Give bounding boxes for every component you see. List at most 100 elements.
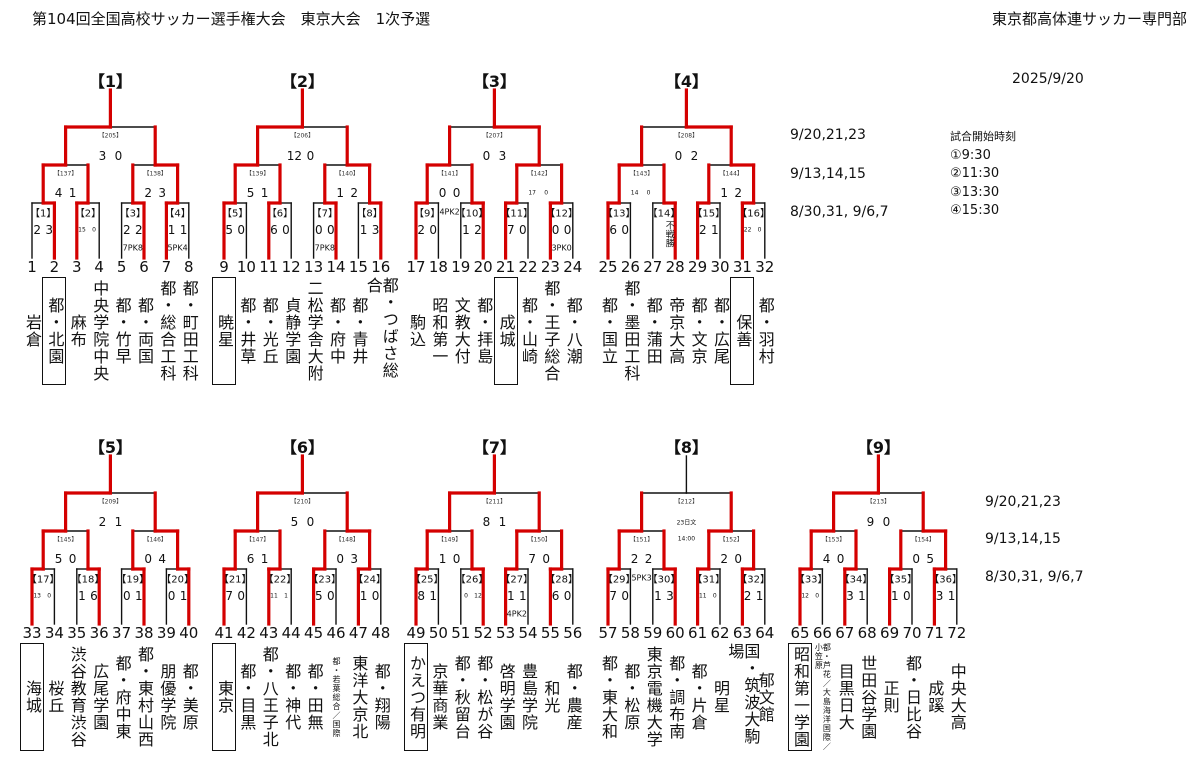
score-right: 0 — [92, 226, 96, 234]
team-name-text: 都・東村山西 — [135, 646, 154, 748]
match-number: 【10】 — [455, 208, 489, 220]
team-number: 72 — [947, 624, 967, 642]
team-name-winner: 昭和第一学園 — [788, 643, 812, 751]
score-left: 0 — [167, 589, 176, 603]
score-left: 1 — [890, 589, 899, 603]
score-left: 0 — [551, 223, 560, 237]
team-number: 19 — [451, 258, 471, 276]
team-name: 朋優学院 — [154, 643, 178, 751]
team-name-text: 京華商業 — [429, 663, 449, 731]
team-number: 71 — [924, 624, 944, 642]
team-name-text: 都・町田工科 — [179, 280, 199, 382]
team-name: 麻布 — [65, 277, 89, 385]
team-number: 70 — [902, 624, 922, 642]
team-name: 岩倉 — [20, 277, 44, 385]
team-number: 57 — [598, 624, 618, 642]
team-name: 都・松原 — [618, 643, 642, 751]
score-left: 0 — [314, 223, 323, 237]
score-right: 1 — [498, 515, 507, 529]
score-left: 6 — [609, 223, 618, 237]
score-right: 5 — [926, 552, 935, 566]
team-number: 51 — [451, 624, 471, 642]
team-number: 26 — [620, 258, 640, 276]
team-number: 21 — [496, 258, 516, 276]
team-number: 1 — [27, 258, 37, 276]
match-number: 【146】 — [143, 536, 167, 544]
score-left: 8 — [482, 515, 491, 529]
team-name-text: 都・東大和 — [599, 654, 618, 740]
team-name: 都・農産 — [561, 643, 585, 751]
match-number: 【147】 — [245, 536, 270, 544]
team-number: 63 — [732, 624, 752, 642]
score-left: 3 — [846, 589, 854, 603]
score-right: 0 — [734, 552, 743, 566]
score-left: 1 — [654, 589, 662, 603]
team-name-text: 暁星 — [215, 314, 234, 348]
team-name: 都・羽村 — [753, 277, 777, 385]
team-name: 都・文京 — [686, 277, 710, 385]
team-number: 5 — [116, 258, 127, 276]
match-number: 【150】 — [527, 536, 551, 544]
team-name-text: 目黒日大 — [835, 663, 855, 731]
score-left: 2 — [743, 589, 752, 603]
match-number: 【22】 — [263, 574, 297, 586]
match-number: 【29】 — [602, 574, 636, 586]
team-name-text: 都・秋留台 — [451, 654, 471, 740]
team-name: 貞静学園 — [279, 277, 303, 385]
team-name-text: かえつ有明 — [407, 654, 426, 740]
block-header: 【4】 — [664, 72, 708, 91]
team-name: 目黒日大 — [833, 643, 857, 751]
team-name-text: 都・府中東 — [112, 654, 132, 740]
team-name: 広尾学園 — [87, 643, 111, 751]
match-number: 【16】 — [737, 208, 770, 220]
score-right: 0 — [563, 223, 572, 237]
team-number: 36 — [89, 624, 109, 642]
team-name-text: 都・芦花／大島海洋国際／小笠原 — [814, 643, 832, 751]
match-number: 【140】 — [335, 170, 359, 178]
match-number: 【139】 — [245, 170, 270, 178]
start-times-label: 試合開始時刻 — [950, 130, 1016, 143]
team-name-text: 世田谷学園 — [858, 654, 878, 740]
team-name: 都・王子総合 — [538, 277, 562, 385]
team-name-text: 都・文京 — [688, 297, 708, 365]
score-left: 2 — [33, 223, 42, 237]
team-number: 40 — [179, 624, 199, 642]
team-name-winner: 暁星 — [212, 277, 236, 385]
match-number: 【143】 — [629, 170, 654, 178]
team-name-text: 渋谷教育渋谷 — [67, 646, 87, 748]
score-left: 1 — [359, 223, 368, 237]
score-right: 3 — [371, 223, 380, 237]
score-left: 12 — [286, 149, 303, 163]
team-name: 東洋大京北 — [346, 643, 370, 751]
score-right: 0 — [882, 515, 891, 529]
score-right: 0 — [326, 223, 335, 237]
team-name-text: 広尾学園 — [90, 663, 110, 731]
team-name-text: 都・国立 — [599, 297, 618, 365]
score-right: 0 — [518, 223, 527, 237]
score-right: 0 — [114, 149, 123, 163]
score-right: 1 — [710, 223, 719, 237]
team-number: 45 — [304, 624, 324, 642]
team-number: 20 — [473, 258, 493, 276]
team-name-text: 都・八潮 — [563, 297, 583, 365]
match-number: 【14】 — [647, 208, 681, 220]
team-name: 都・光丘 — [257, 277, 281, 385]
team-name: 都・片倉 — [686, 643, 710, 751]
team-name: 駒込 — [404, 277, 428, 385]
team-number: 64 — [755, 624, 775, 642]
second-round-dates-bottom: 9/13,14,15 — [985, 531, 1061, 547]
score-right: 1 — [429, 589, 438, 603]
team-name-text: 都・王子総合 — [541, 280, 561, 382]
team-name-text: 文教大付 — [451, 297, 471, 365]
score-left: 0 — [336, 552, 345, 566]
match-number: 【207】 — [482, 132, 507, 140]
team-name-text: 都・竹早 — [112, 297, 132, 365]
team-name-text: 都・光丘 — [259, 297, 279, 365]
match-number: 【17】 — [26, 574, 60, 586]
team-number: 58 — [620, 624, 640, 642]
match-number: 【152】 — [719, 536, 743, 544]
team-number: 50 — [428, 624, 448, 642]
team-number: 3 — [72, 258, 82, 276]
team-number: 54 — [518, 624, 538, 642]
